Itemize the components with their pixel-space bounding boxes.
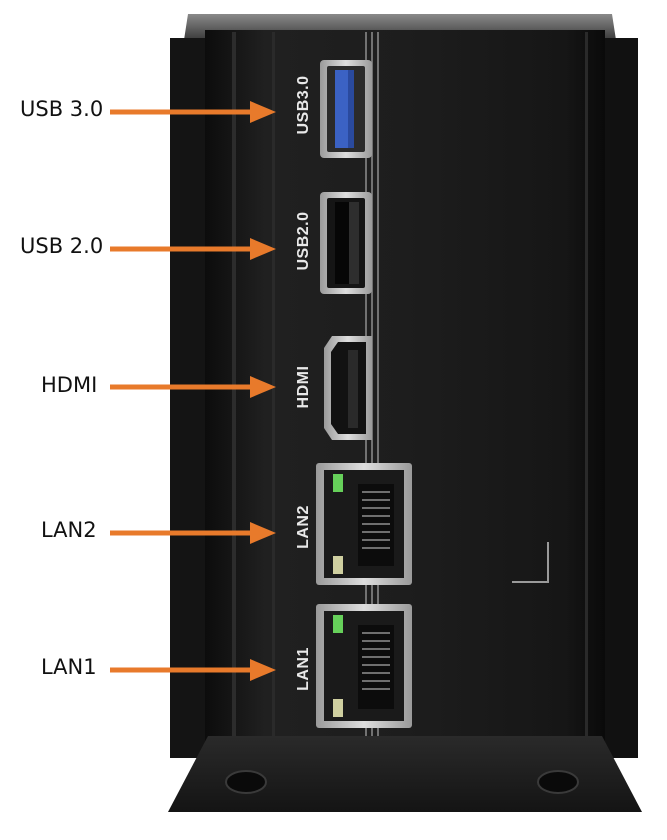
- arrow-usb3: [110, 101, 276, 123]
- usb2-port: [320, 192, 372, 294]
- panel-label-lan2: LAN2: [295, 505, 312, 549]
- arrow-lan1: [110, 659, 276, 681]
- base-hole-right: [537, 770, 579, 794]
- callout-usb3: USB 3.0: [20, 97, 104, 121]
- panel-label-usb3: USB3.0: [295, 75, 312, 135]
- arrow-hdmi: [110, 376, 276, 398]
- panel-corner-mark: [512, 542, 549, 583]
- panel-label-usb2: USB2.0: [295, 211, 312, 271]
- arrow-usb2: [110, 238, 276, 260]
- arrow-lan2: [110, 522, 276, 544]
- callout-usb2: USB 2.0: [20, 234, 104, 258]
- panel-label-hdmi: HDMI: [295, 365, 312, 409]
- callout-hdmi: HDMI: [41, 373, 98, 397]
- lan1-port: [316, 604, 412, 728]
- hdmi-port: [324, 336, 372, 440]
- callout-lan2: LAN2: [41, 518, 97, 542]
- usb3-port: [320, 60, 372, 158]
- callout-lan1: LAN1: [41, 655, 97, 679]
- base-plate: [168, 736, 642, 812]
- panel-label-lan1: LAN1: [295, 647, 312, 691]
- lan2-port: [316, 463, 412, 585]
- chassis-left-wing: [170, 38, 210, 758]
- base-hole-left: [225, 770, 267, 794]
- chassis-right-wing: [600, 38, 638, 758]
